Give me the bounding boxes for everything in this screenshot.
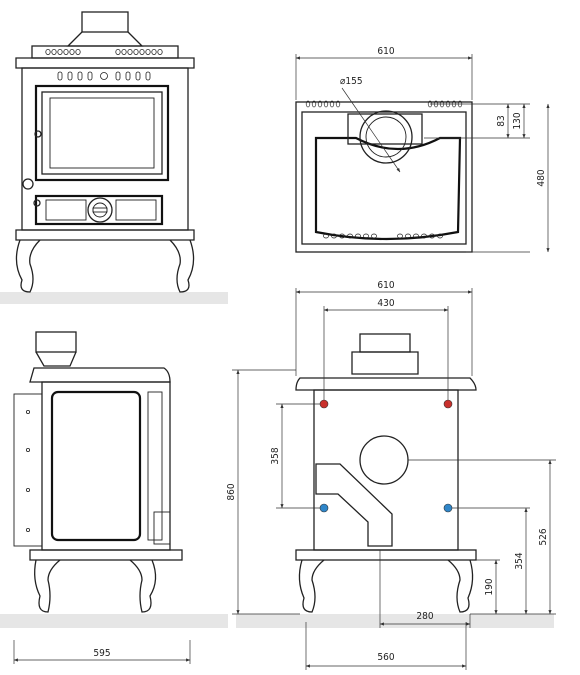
connection-view xyxy=(232,288,556,670)
side-view xyxy=(0,331,228,664)
floor-strip-connection xyxy=(236,614,554,628)
side-plinth xyxy=(29,549,183,561)
flue-outlet xyxy=(359,110,413,164)
top-cornice xyxy=(15,57,195,69)
top-vent-dots xyxy=(305,100,463,239)
label-front-190: 190 xyxy=(484,578,495,595)
side-door-edge xyxy=(147,391,163,541)
door-handle-icon xyxy=(34,130,42,138)
label-top-83: 83 xyxy=(496,115,507,126)
leg-front-right xyxy=(169,239,195,293)
drawer-latch-icon xyxy=(33,199,41,207)
label-side-depth: 595 xyxy=(93,648,110,659)
side-flue-base xyxy=(35,351,77,367)
label-front-280: 280 xyxy=(416,611,433,622)
hot-connection-left-icon xyxy=(319,399,329,409)
label-front-inner: 430 xyxy=(377,298,394,309)
side-fasteners xyxy=(25,409,30,533)
label-front-358: 358 xyxy=(270,447,281,464)
hot-connection-right-icon xyxy=(443,399,453,409)
label-front-354: 354 xyxy=(514,552,525,569)
label-front-height: 860 xyxy=(226,483,237,500)
side-top-plate xyxy=(29,367,171,383)
fire-door xyxy=(34,84,170,182)
floor-strip-side xyxy=(0,614,228,628)
conn-flue-rear xyxy=(359,435,409,485)
cold-connection-left-icon xyxy=(319,503,329,513)
label-front-base: 560 xyxy=(377,652,394,663)
flue-housing xyxy=(347,113,423,145)
top-view-inner xyxy=(301,111,467,245)
side-back-panel xyxy=(13,393,43,547)
side-body xyxy=(41,381,171,551)
conn-top-plate xyxy=(295,377,477,391)
base-plinth xyxy=(15,229,195,241)
label-flue-diameter: ⌀155 xyxy=(340,76,363,87)
flue-collar xyxy=(81,11,129,33)
air-knob-icon xyxy=(22,178,34,190)
conn-body xyxy=(313,389,459,551)
label-top-130: 130 xyxy=(512,112,523,129)
conn-flue-elbow xyxy=(315,463,393,547)
vent-slots xyxy=(57,71,151,81)
label-top-width: 610 xyxy=(377,46,394,57)
top-ornament-dots xyxy=(45,49,163,56)
door-glass xyxy=(49,97,155,169)
side-leg-front xyxy=(34,559,61,613)
ash-drawer xyxy=(34,194,164,226)
side-flue-collar xyxy=(35,331,77,353)
drawer-rosette-icon xyxy=(87,197,113,223)
conn-plinth xyxy=(295,549,477,561)
label-front-width: 610 xyxy=(377,280,394,291)
label-front-526: 526 xyxy=(538,528,549,545)
top-view xyxy=(295,54,550,253)
leg-front-left xyxy=(15,239,41,293)
conn-leg-left xyxy=(298,559,325,613)
top-plate-shape xyxy=(314,136,462,241)
conn-flue-collar xyxy=(359,333,411,353)
drawer-panel-left xyxy=(45,199,87,221)
conn-flue-base xyxy=(351,351,419,375)
label-top-480: 480 xyxy=(536,169,547,186)
conn-leg-right xyxy=(447,559,474,613)
side-window xyxy=(50,390,142,542)
front-view-exterior xyxy=(0,11,228,304)
door-glass-frame xyxy=(41,91,163,175)
flue-diameter-leader xyxy=(341,87,401,173)
top-view-outline xyxy=(295,101,473,253)
drawer-panel-right xyxy=(115,199,157,221)
flue-base xyxy=(66,31,144,47)
side-leg-back xyxy=(129,559,157,613)
floor-strip-front xyxy=(0,292,228,304)
cold-connection-right-icon xyxy=(443,503,453,513)
